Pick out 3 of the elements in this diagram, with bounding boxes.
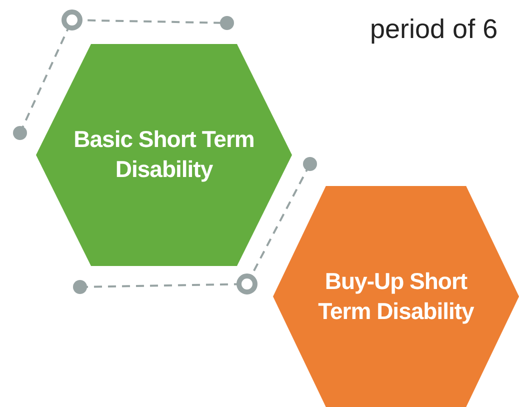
hexagon-label: Basic Short Term Disability	[72, 125, 256, 184]
hexagon-label: Buy-Up Short Term Disability	[317, 266, 475, 326]
body-text: period of 6	[370, 14, 498, 45]
